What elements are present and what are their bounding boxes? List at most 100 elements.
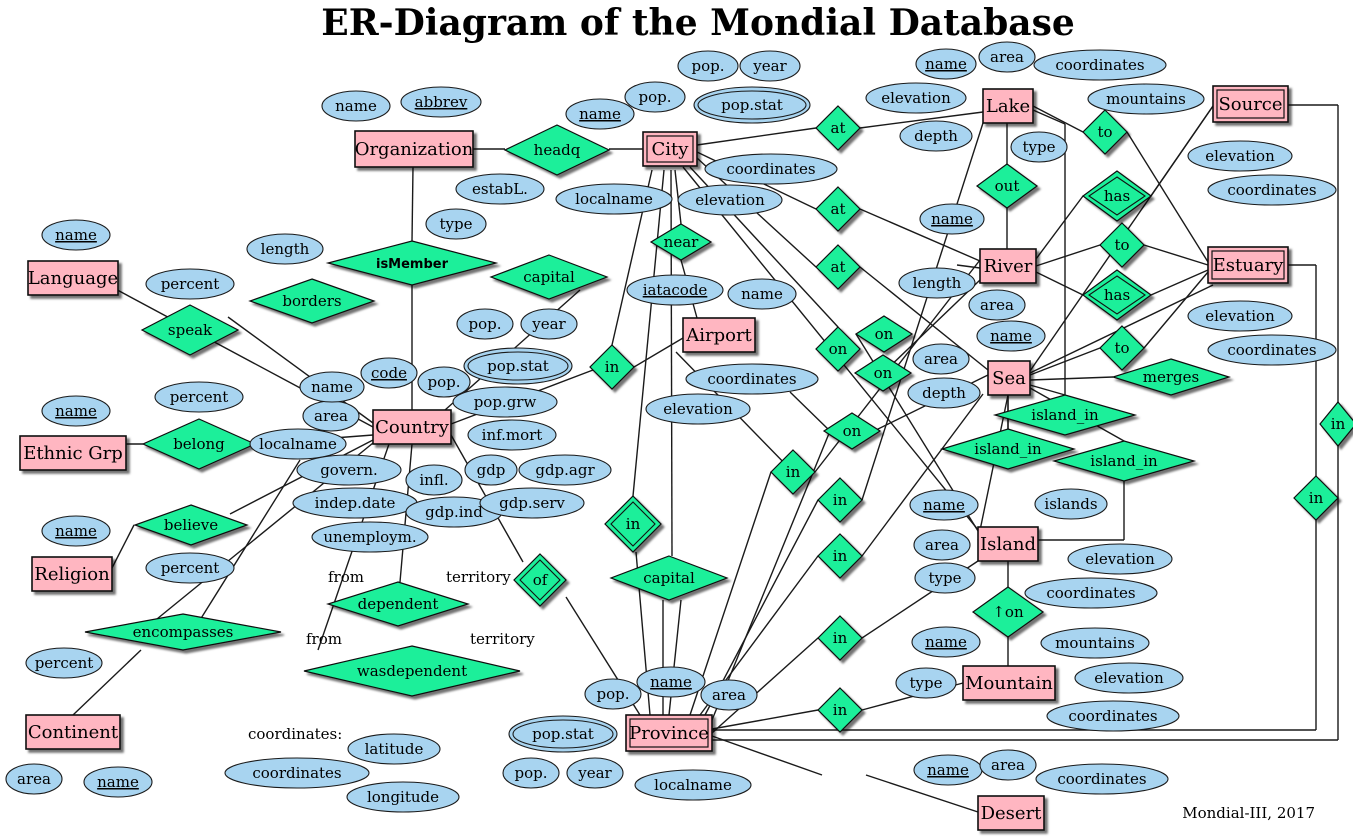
entity-label: Province <box>629 723 709 744</box>
attribute-elevation: elevation <box>865 82 967 114</box>
entity-source: Source <box>1212 85 1289 123</box>
relationship-label: out <box>995 177 1020 195</box>
attribute-label: pop.stat <box>532 725 594 743</box>
attribute-shape <box>41 515 111 547</box>
entity-label: Mountain <box>965 673 1053 694</box>
attribute-label: type <box>929 569 962 587</box>
connector-line <box>711 637 819 734</box>
attribute-shape <box>520 308 578 340</box>
connector-line <box>1035 244 1101 267</box>
relationship-shape <box>489 254 609 300</box>
attribute-shape <box>645 393 751 425</box>
attribute-shape <box>346 781 460 813</box>
attribute-type: type <box>914 562 976 594</box>
relationship-shape <box>853 354 913 392</box>
entity-label: Religion <box>34 564 110 585</box>
relationship-shape <box>609 555 729 601</box>
relationship-wasdependent: wasdependent <box>303 645 521 697</box>
attribute-shape <box>912 343 970 375</box>
relationship-belong: belong <box>141 418 257 470</box>
attribute-label: area <box>924 350 958 368</box>
entity-box <box>1212 85 1289 123</box>
attribute-shape <box>25 647 103 679</box>
attribute-percent: percent <box>154 381 244 413</box>
attribute-area: area <box>912 343 970 375</box>
attribute-label: name <box>990 327 1032 345</box>
attribute-shape <box>299 371 365 403</box>
connector-line <box>859 111 984 129</box>
attribute-label: gdp.agr <box>535 461 595 479</box>
relationship-label: borders <box>282 292 341 310</box>
attribute-abbrev: abbrev <box>400 86 482 118</box>
attribute-coordinates: coordinates <box>224 757 370 789</box>
entity-inner-border <box>646 135 694 163</box>
entity-box <box>977 526 1039 562</box>
entity-box <box>354 130 474 168</box>
attribute-elevation: elevation <box>645 393 751 425</box>
attribute-shape <box>311 521 429 553</box>
entity-airport: Airport <box>682 317 756 353</box>
relationship-borders: borders <box>248 278 376 324</box>
entity-box <box>1207 246 1289 284</box>
attribute-shape <box>968 289 1026 321</box>
attribute-shape <box>626 274 724 306</box>
attribute-label: name <box>650 673 692 691</box>
attribute-shape <box>518 454 612 486</box>
attribute-label: gdp.ind <box>425 503 483 521</box>
attribute-label: name <box>925 55 967 73</box>
attribute-label: percent <box>35 654 94 672</box>
relationship-label: in <box>626 515 641 533</box>
attribute-shape <box>1187 140 1293 172</box>
connector-line <box>111 524 135 569</box>
relationship-shape <box>1082 109 1128 155</box>
attribute-length: length <box>898 267 976 299</box>
relationship-shape <box>303 645 521 697</box>
attribute-shape <box>508 715 618 753</box>
connector-line <box>861 122 984 501</box>
entity-box <box>962 665 1056 701</box>
attribute-type: type <box>425 208 487 240</box>
attribute-shape <box>979 749 1037 781</box>
connector-line <box>229 439 374 515</box>
relationship-shape <box>503 124 611 176</box>
relationship-shape <box>815 326 861 372</box>
attribute-label: name <box>335 97 377 115</box>
attribute-label: name <box>741 285 783 303</box>
relationship-island-in: island_in <box>1051 440 1197 482</box>
attribute-shape <box>456 308 514 340</box>
attribute-shape <box>566 757 624 789</box>
connector-line <box>72 649 142 716</box>
attribute-label: type <box>440 215 473 233</box>
attribute-shape <box>1034 488 1108 520</box>
relationship-capital: capital <box>609 555 729 601</box>
attribute-area: area <box>979 749 1037 781</box>
relationship-speak: speak <box>140 304 240 356</box>
attribute-shape <box>584 678 642 710</box>
attribute-name: name <box>911 626 981 658</box>
attribute-label: name <box>927 761 969 779</box>
entity-box <box>982 88 1034 124</box>
attribute-label: coordinates <box>707 370 796 388</box>
attribute-name: name <box>919 203 985 235</box>
diagram-title: ER-Diagram of the Mondial Database <box>321 2 1074 44</box>
entity-river: River <box>979 248 1037 284</box>
attribute-label: name <box>55 522 97 540</box>
attribute-name: name <box>909 489 979 521</box>
attribute-label: pop. <box>596 685 629 703</box>
entity-label: Lake <box>986 96 1030 117</box>
relationship-label: ↑on <box>992 603 1024 621</box>
relationship-to: to <box>1099 222 1145 268</box>
attribute-label: name <box>311 378 353 396</box>
attribute-islands: islands <box>1034 488 1108 520</box>
relationship-label: on <box>843 422 862 440</box>
attribute-area: area <box>700 679 758 711</box>
attribute-name: name <box>636 666 706 698</box>
attribute-year: year <box>566 757 624 789</box>
attribute-shape <box>425 208 487 240</box>
attribute-localname: localname <box>634 769 752 801</box>
attribute-shape <box>224 757 370 789</box>
note-coordinates: coordinates: <box>248 725 342 743</box>
relationship-to: to <box>1082 109 1128 155</box>
connector-line <box>1150 269 1209 296</box>
attribute-pop-stat: pop.stat <box>693 86 811 124</box>
